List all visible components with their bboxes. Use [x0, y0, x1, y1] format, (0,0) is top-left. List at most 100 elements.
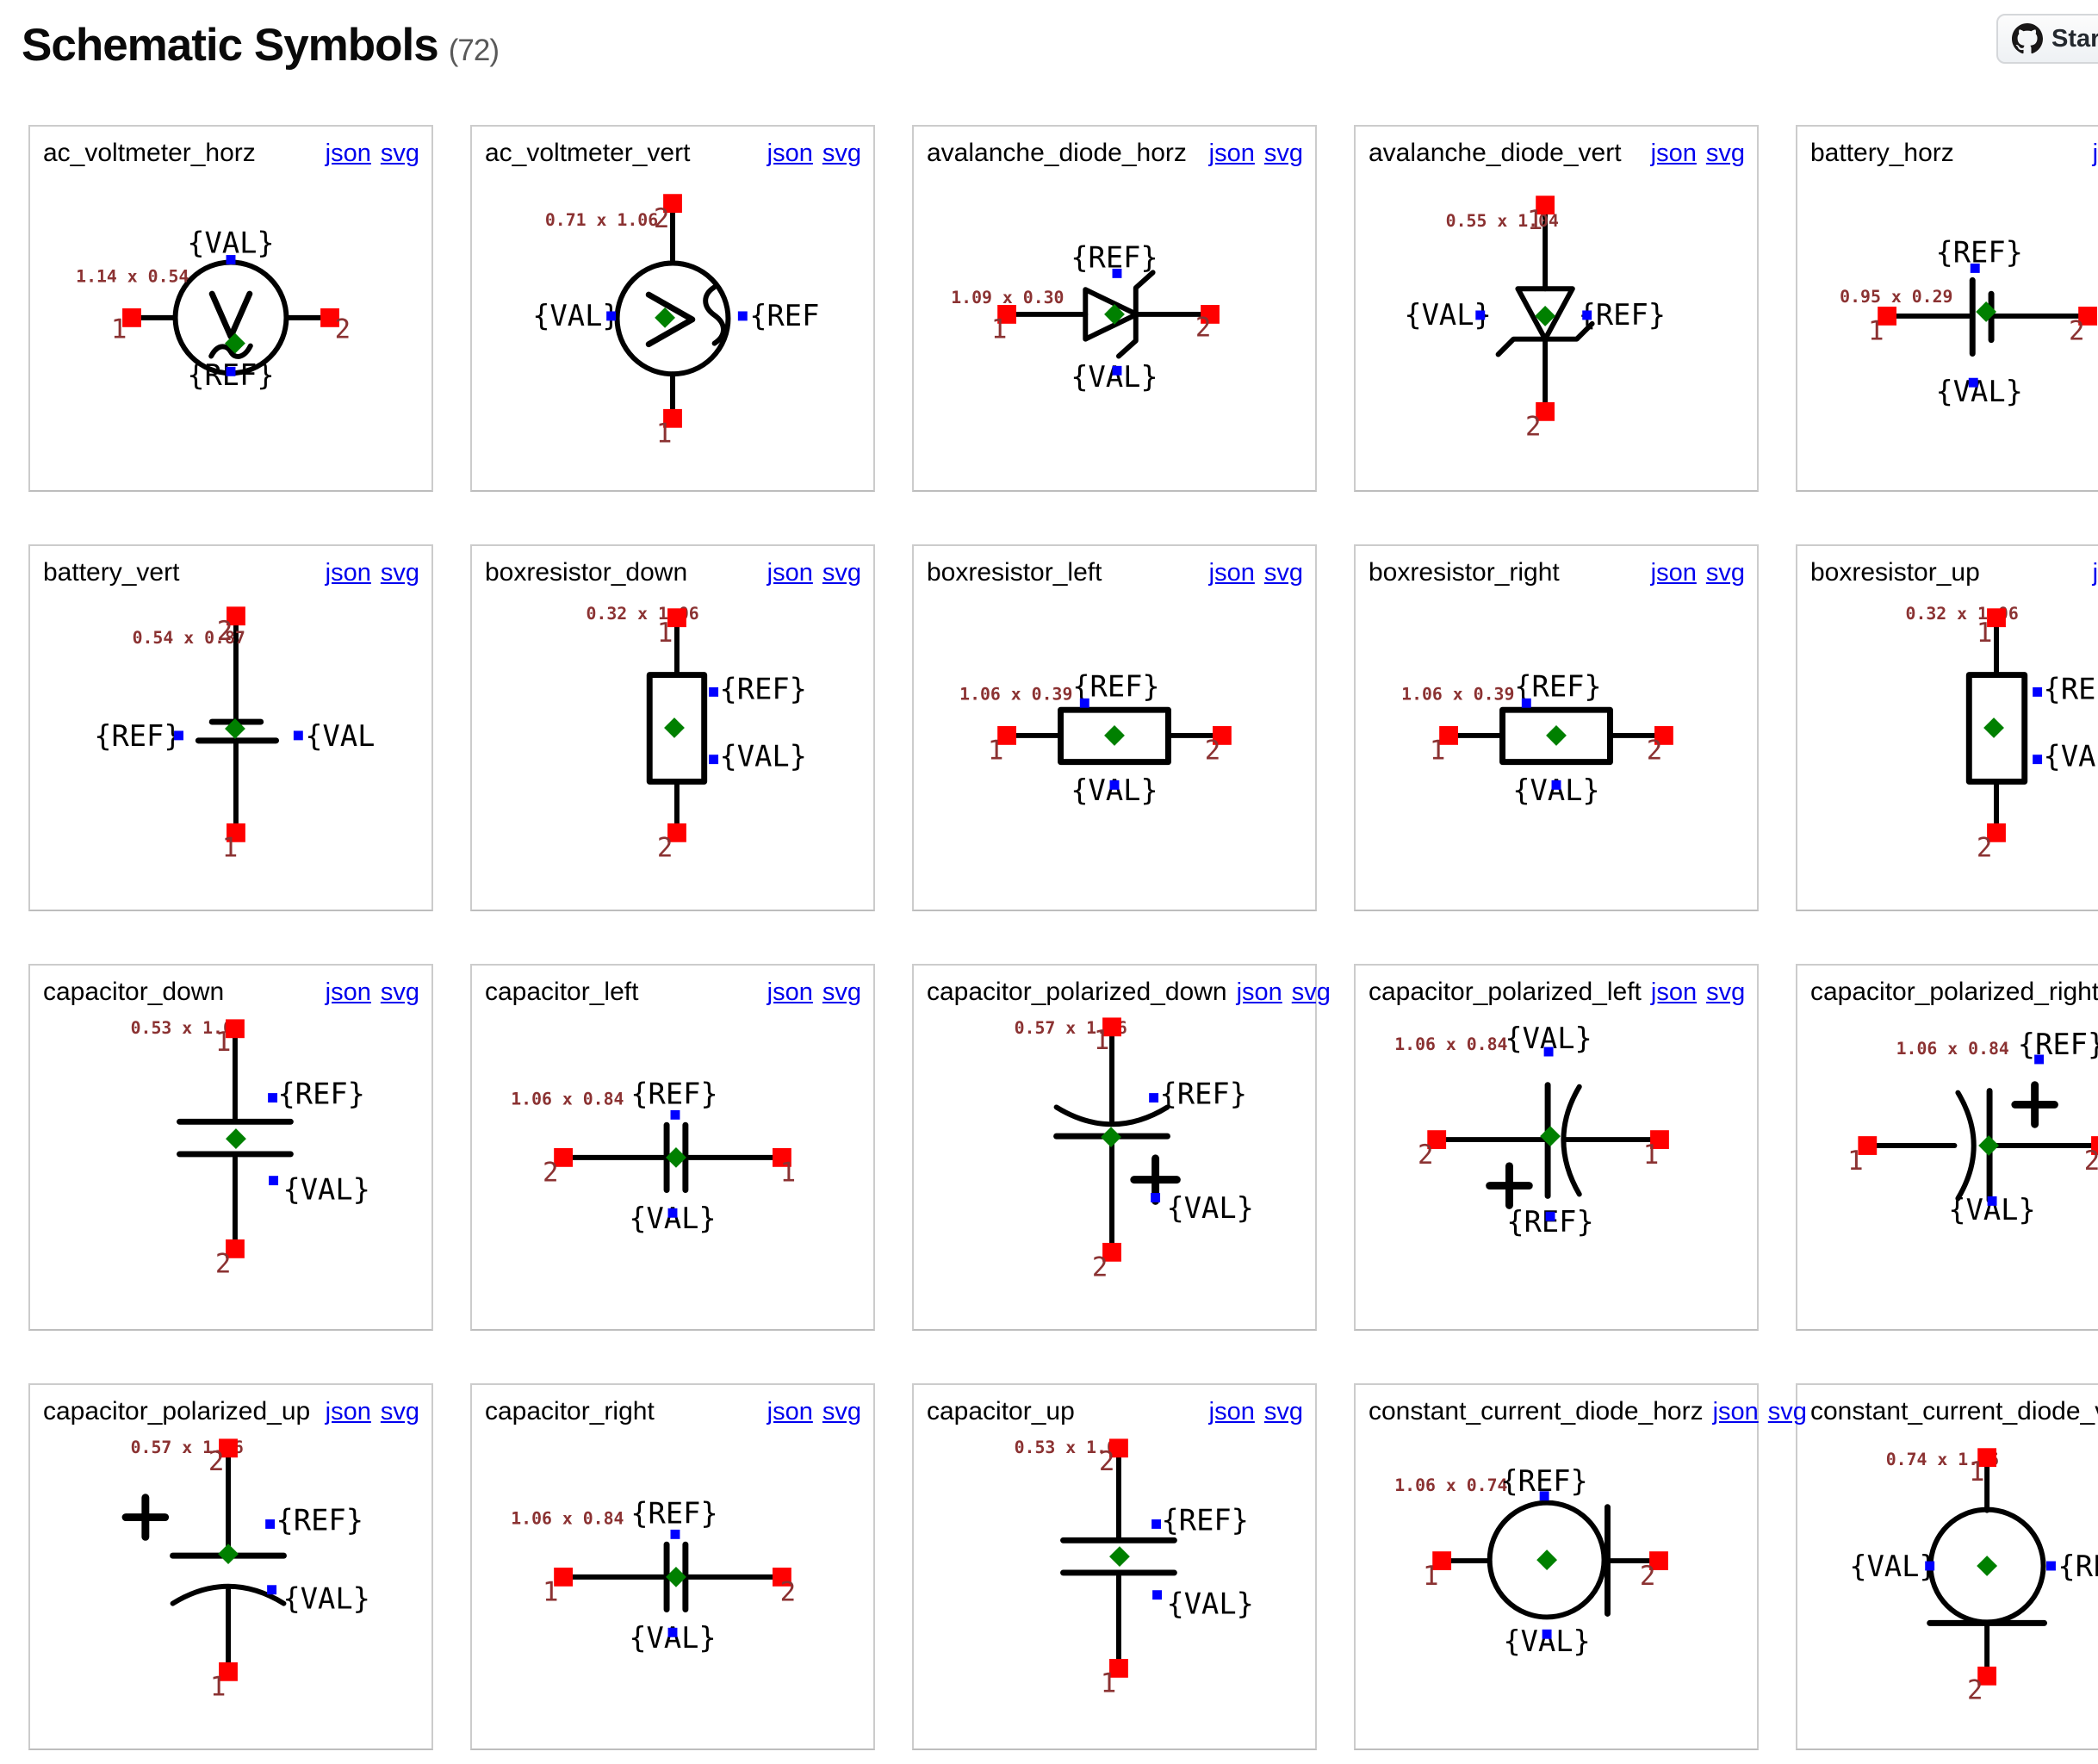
json-link[interactable]: json: [767, 978, 813, 1006]
json-link[interactable]: json: [325, 559, 371, 587]
label-anchor-marker: [1149, 1093, 1159, 1102]
pin-number: 1: [222, 833, 239, 864]
json-link[interactable]: json: [1236, 978, 1282, 1006]
label-anchor-marker: [1521, 698, 1531, 708]
json-link[interactable]: json: [767, 140, 813, 167]
pin-marker: [997, 726, 1016, 745]
pin-number: 1: [1423, 1561, 1439, 1592]
svg-link[interactable]: svg: [380, 978, 419, 1006]
label-anchor-marker: [226, 255, 236, 264]
label-anchor-marker: [1112, 268, 1122, 278]
label-anchor-marker: [709, 686, 719, 697]
pin-number: 2: [1195, 313, 1212, 344]
symbol-name: capacitor_up: [927, 1397, 1075, 1425]
label-anchor-marker: [1152, 1590, 1163, 1600]
field-label: {REF}: [1514, 669, 1601, 703]
svg-link[interactable]: svg: [822, 559, 861, 587]
pin-number: 2: [657, 833, 673, 864]
pin-number: 1: [543, 1577, 559, 1608]
json-link[interactable]: json: [2092, 559, 2098, 587]
pin-marker: [663, 194, 682, 214]
svg-link[interactable]: svg: [1263, 559, 1303, 587]
pin-marker: [219, 1662, 238, 1681]
pin-number: 1: [210, 1672, 227, 1703]
label-anchor-marker: [226, 366, 236, 376]
label-anchor-marker: [1551, 780, 1561, 790]
pin-marker: [667, 823, 686, 842]
svg-link[interactable]: svg: [1291, 978, 1331, 1006]
pin-marker: [1858, 1136, 1878, 1155]
symbol-name: battery_horz: [1810, 139, 1954, 167]
center-diamond-marker: [1546, 725, 1567, 746]
svg-link[interactable]: svg: [380, 1398, 419, 1425]
svg-link[interactable]: svg: [822, 978, 861, 1006]
svg-link[interactable]: svg: [1706, 978, 1746, 1006]
symbol-drawing: 0.32 x 1.06{REF}{VAL}12: [586, 604, 807, 864]
svg-link[interactable]: svg: [380, 140, 419, 167]
dimension-label: 0.53 x 1.06: [1015, 1438, 1127, 1457]
svg-link[interactable]: svg: [822, 1398, 861, 1425]
svg-link[interactable]: svg: [1767, 1398, 1807, 1425]
pin-number: 1: [1969, 1457, 1985, 1488]
symbol-drawing: 0.74 x 1.06{VAL}{REF}12: [1849, 1448, 2098, 1706]
svg-link[interactable]: svg: [1263, 140, 1303, 167]
json-link[interactable]: json: [2092, 140, 2098, 167]
json-link[interactable]: json: [1650, 978, 1698, 1006]
field-label: {VAL}: [282, 1172, 369, 1206]
json-link[interactable]: json: [1208, 1398, 1255, 1425]
pin-marker: [226, 1239, 245, 1258]
pin-marker: [1536, 401, 1555, 421]
pin-number: 2: [1977, 833, 1993, 864]
json-link[interactable]: json: [767, 559, 813, 587]
pin-marker: [1427, 1130, 1447, 1149]
json-link[interactable]: json: [1712, 1398, 1759, 1425]
svg-link[interactable]: svg: [1705, 140, 1745, 167]
github-star-button[interactable]: Star: [1996, 14, 2098, 64]
field-label: {VAL}: [720, 740, 807, 773]
dimension-label: 1.06 x 0.84: [1896, 1039, 2009, 1059]
field-label: {REF: [749, 299, 819, 332]
pin-number: 2: [2084, 1146, 2098, 1177]
json-link[interactable]: json: [1650, 559, 1697, 587]
symbol-name: boxresistor_left: [927, 558, 1102, 587]
pin-number: 2: [2069, 316, 2085, 347]
json-link[interactable]: json: [1208, 559, 1255, 587]
svg-link[interactable]: svg: [1263, 1398, 1303, 1425]
json-link[interactable]: json: [325, 1398, 371, 1425]
field-label: {VAL}: [187, 227, 274, 260]
field-label: {VAL}: [629, 1621, 716, 1655]
label-anchor-marker: [1112, 365, 1122, 376]
json-link[interactable]: json: [325, 140, 371, 167]
json-link[interactable]: json: [767, 1398, 813, 1425]
label-anchor-marker: [2033, 686, 2043, 697]
dimension-label: 1.14 x 0.54: [76, 266, 189, 286]
label-anchor-marker: [737, 311, 748, 321]
pin-marker: [1432, 1551, 1452, 1570]
svg-link[interactable]: svg: [380, 559, 419, 587]
label-anchor-marker: [1151, 1192, 1161, 1202]
pin-number: 1: [1847, 1146, 1864, 1177]
svg-link[interactable]: svg: [1705, 559, 1745, 587]
svg-link[interactable]: svg: [822, 140, 861, 167]
label-anchor-marker: [2033, 755, 2043, 765]
json-link[interactable]: json: [1650, 140, 1697, 167]
json-link[interactable]: json: [1208, 140, 1255, 167]
json-link[interactable]: json: [325, 978, 371, 1006]
